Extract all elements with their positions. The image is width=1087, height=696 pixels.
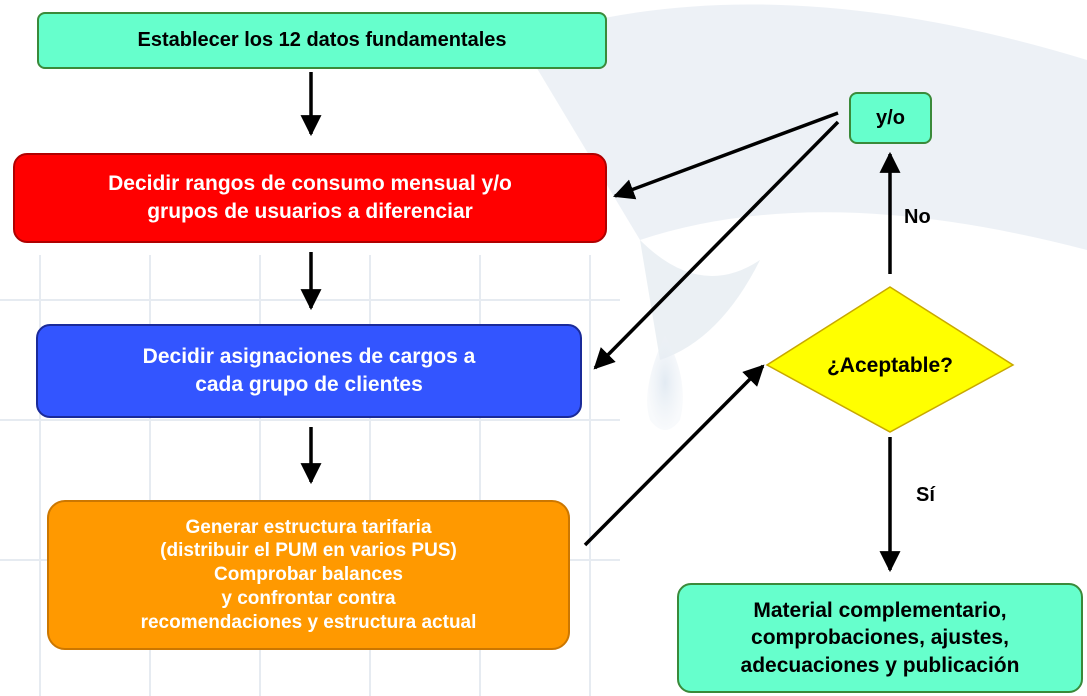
arrow-step4-to-decision [583,364,765,547]
step2-line: Decidir rangos de consumo mensual y/o [108,171,512,195]
decision-label: ¿Aceptable? [826,354,954,377]
step-decide-ranges: Decidir rangos de consumo mensual y/o gr… [13,153,607,243]
decision-diamond [765,286,1015,433]
step-decide-assignments-text: Decidir asignaciones de cargos a cada gr… [143,343,476,400]
step3-line: Decidir asignaciones de cargos a [142,344,476,368]
step-decide-ranges-text: Decidir rangos de consumo mensual y/o gr… [108,170,512,227]
step-final-material: Material complementario, comprobaciones,… [677,583,1083,693]
yo-box: y/o [849,92,932,144]
step-decide-assignments: Decidir asignaciones de cargos a cada gr… [36,324,582,418]
step-generate-structure: Generar estructura tarifaria (distribuir… [47,500,570,650]
step4-line: Generar estructura tarifaria [185,516,432,538]
step4-line: (distribuir el PUM en varios PUS) [160,540,457,562]
step-establish-data: Establecer los 12 datos fundamentales [37,12,607,69]
final-line: Material complementario, [753,599,1007,623]
no-label: No [904,206,931,228]
arrow-yo-to-step3 [593,120,840,370]
final-line: comprobaciones, ajustes, [751,626,1009,650]
arrow-yo-to-step2 [613,111,839,200]
step-generate-structure-text: Generar estructura tarifaria (distribuir… [141,516,477,635]
step2-line: grupos de usuarios a diferenciar [147,200,473,223]
step1-line: Establecer los 12 datos fundamentales [137,29,507,51]
step4-line: y confrontar contra [221,587,396,609]
step4-line: recomendaciones y estructura actual [140,611,477,633]
step-final-material-text: Material complementario, comprobaciones,… [741,597,1020,679]
si-label: Sí [916,484,935,506]
yo-box-label: y/o [876,106,905,129]
final-line: adecuaciones y publicación [740,653,1020,677]
step4-line: Comprobar balances [214,564,403,586]
step-establish-data-text: Establecer los 12 datos fundamentales [137,29,506,52]
step3-line: cada grupo de clientes [195,373,423,396]
